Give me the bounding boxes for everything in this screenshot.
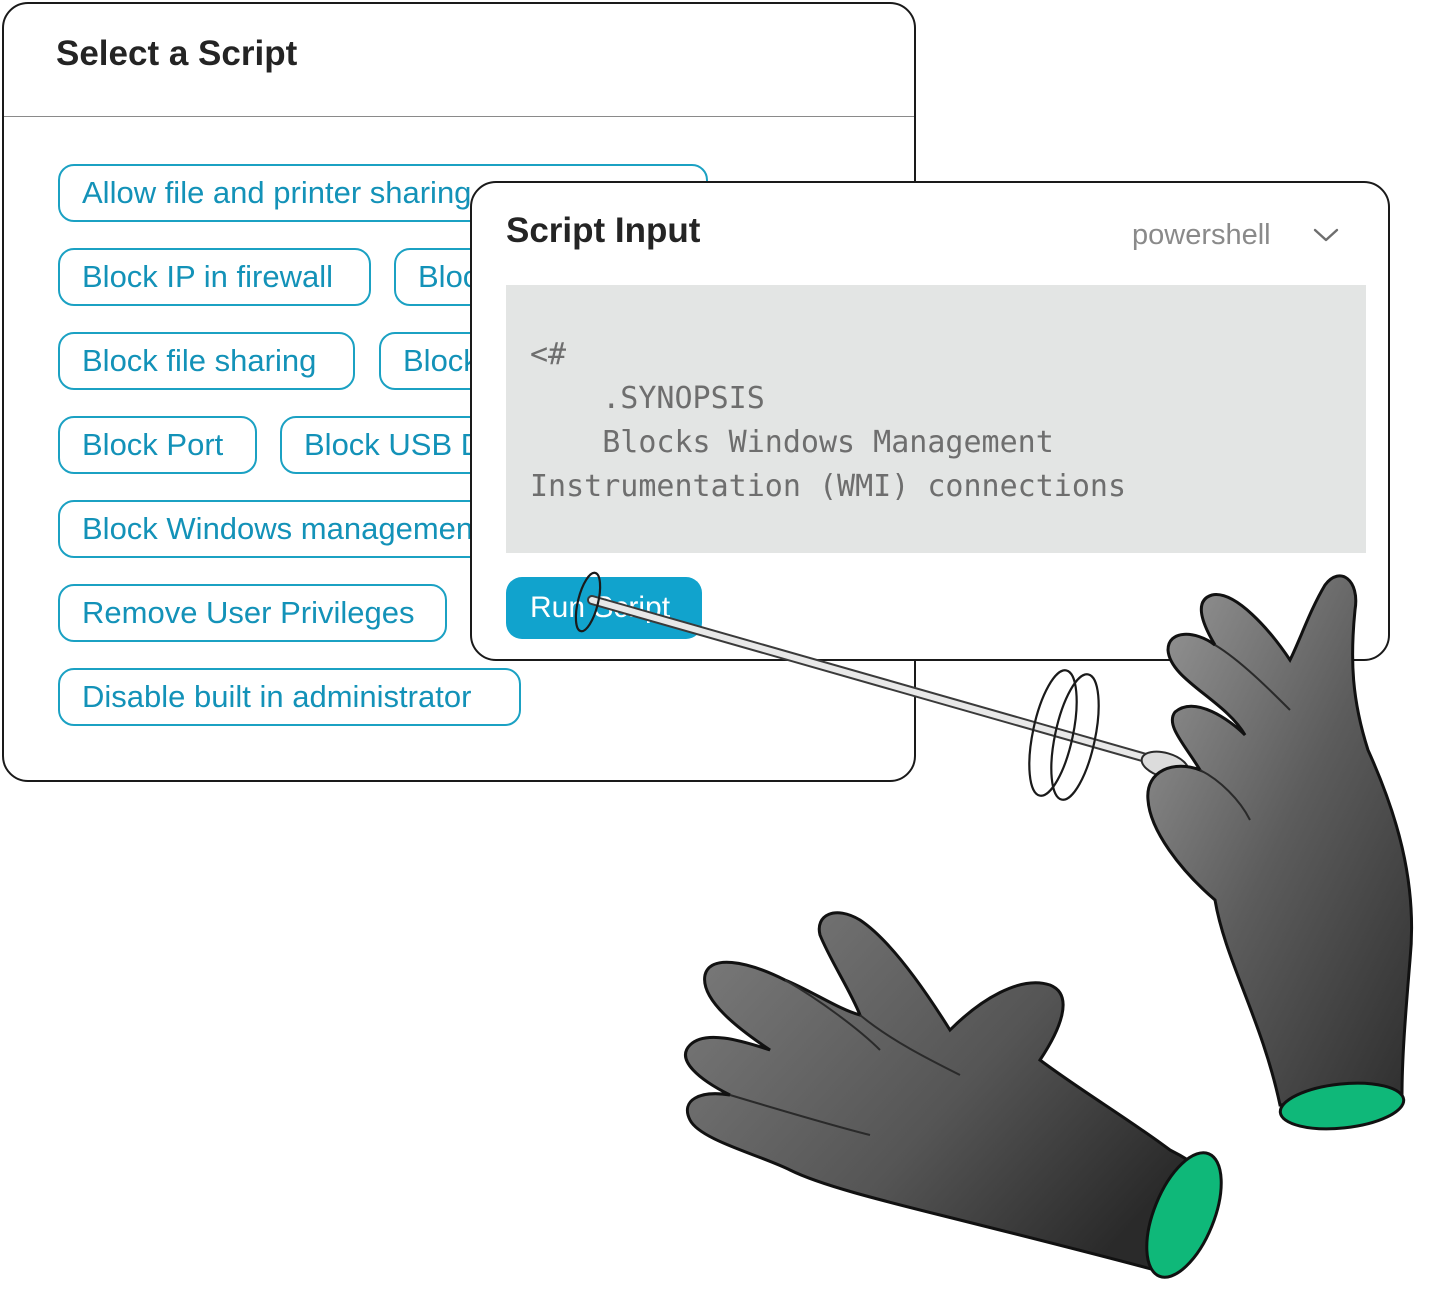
script-block-file-sharing[interactable]: Block file sharing [58,332,355,390]
script-block-port[interactable]: Block Port [58,416,257,474]
script-input-title: Script Input [506,211,701,250]
run-script-button[interactable]: Run Script [506,577,702,639]
lower-hand [684,911,1223,1279]
select-script-title: Select a Script [56,34,298,73]
chevron-down-icon [1313,228,1338,242]
script-code-editor[interactable]: <# .SYNOPSIS Blocks Windows Management I… [506,285,1366,553]
select-script-header: Select a Script [4,4,914,117]
language-value: powershell [1132,218,1271,251]
script-input-panel: Script Input powershell <# .SYNOPSIS Blo… [470,181,1390,661]
script-block-ip-firewall[interactable]: Block IP in firewall [58,248,371,306]
script-disable-builtin-administrator[interactable]: Disable built in administrator [58,668,521,726]
language-select[interactable]: powershell [1132,215,1341,255]
script-remove-user-privileges[interactable]: Remove User Privileges [58,584,447,642]
